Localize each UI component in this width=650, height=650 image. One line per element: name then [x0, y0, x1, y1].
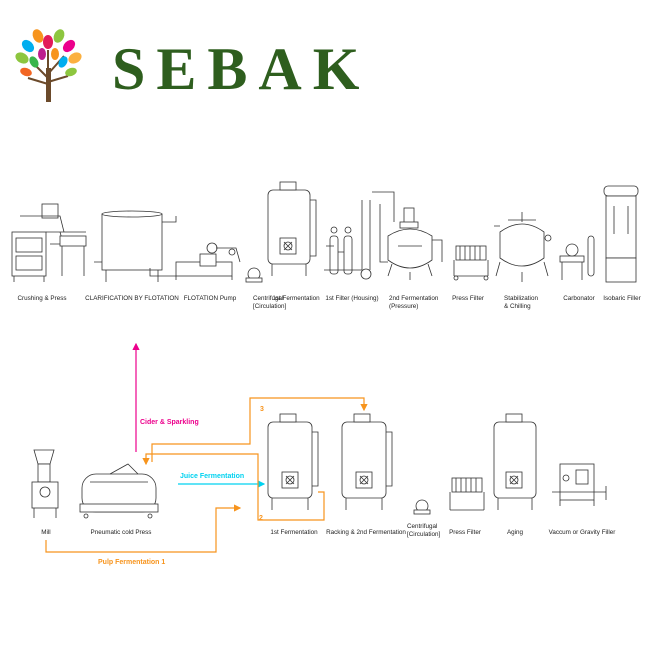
brand-name: SEBAK	[112, 36, 370, 102]
label-flow-2: 2	[259, 515, 263, 522]
racking-tank	[341, 413, 393, 510]
label-mill: Mill	[41, 529, 50, 536]
label-crushing-press: Crushing & Press	[18, 295, 67, 302]
fermentation-tank-bottom	[267, 413, 319, 510]
label-1st-fermentation-bottom: 1st Fermentation	[270, 529, 318, 536]
flotation-tank	[94, 210, 177, 282]
label-stabilization-2: & Chilling	[504, 303, 531, 310]
isobaric-filler	[603, 185, 639, 283]
label-gravity-filler: Vaccum or Gravity Filler	[549, 529, 616, 536]
aging-tank	[493, 413, 537, 510]
label-aging: Aging	[507, 529, 524, 536]
pulp-flow-arrow	[45, 504, 242, 553]
label-centrifugal-bottom-2: [Circulation]	[407, 531, 440, 538]
label-2nd-fermentation-2: (Pressure)	[389, 303, 418, 310]
crushing-press-machine	[11, 203, 87, 282]
press-filter-bottom	[449, 477, 485, 511]
fermentation-tank-top	[267, 181, 317, 276]
pneumatic-press	[79, 463, 159, 519]
label-centrifugal-top-2: [Circulation]	[253, 303, 286, 310]
label-cider-sparkling: Cider & Sparkling	[140, 419, 199, 426]
filter-housing	[324, 200, 372, 280]
label-1st-fermentation-top: 1st Fermentation	[272, 295, 320, 302]
label-pneumatic-press: Pneumatic cold Press	[91, 529, 152, 536]
tree-logo-icon	[15, 29, 82, 102]
gravity-filler	[552, 463, 607, 506]
label-isobaric-filler: Isobaric Filler	[603, 295, 640, 302]
label-clarification: CLARIFICATION BY FLOTATION	[85, 295, 179, 302]
label-press-filter-bottom: Press Filter	[449, 529, 481, 536]
label-stabilization: Stabilization	[504, 295, 538, 302]
carbonator	[559, 235, 595, 280]
label-pulp-fermentation: Pulp Fermentation 1	[98, 559, 165, 566]
centrifugal-pump-top	[245, 267, 263, 283]
press-filter-top	[453, 245, 489, 281]
centrifugal-pump-bottom	[413, 499, 431, 515]
label-centrifugal-top: Centrifugal	[253, 295, 283, 302]
label-flotation-pump: FLOTATION Pump	[184, 295, 237, 302]
racking-flow-arrow	[151, 397, 368, 462]
stabilization-tank	[494, 212, 552, 282]
return-flow-arrow	[142, 453, 325, 521]
label-racking: Racking & 2nd Fermentation	[326, 529, 406, 536]
label-centrifugal-bottom: Centrifugal	[407, 523, 437, 530]
mill-machine	[31, 449, 59, 518]
label-juice-fermentation: Juice Fermentation	[180, 473, 244, 480]
label-carbonator: Carbonator	[563, 295, 595, 302]
label-press-filter-top: Press Filter	[452, 295, 484, 302]
label-1st-filter: 1st Filter (Housing)	[325, 295, 378, 302]
label-flow-3: 3	[260, 406, 264, 413]
label-2nd-fermentation: 2nd Fermentation	[389, 295, 439, 302]
flotation-pump	[175, 242, 241, 280]
pressure-fermentation-tank	[372, 191, 443, 280]
